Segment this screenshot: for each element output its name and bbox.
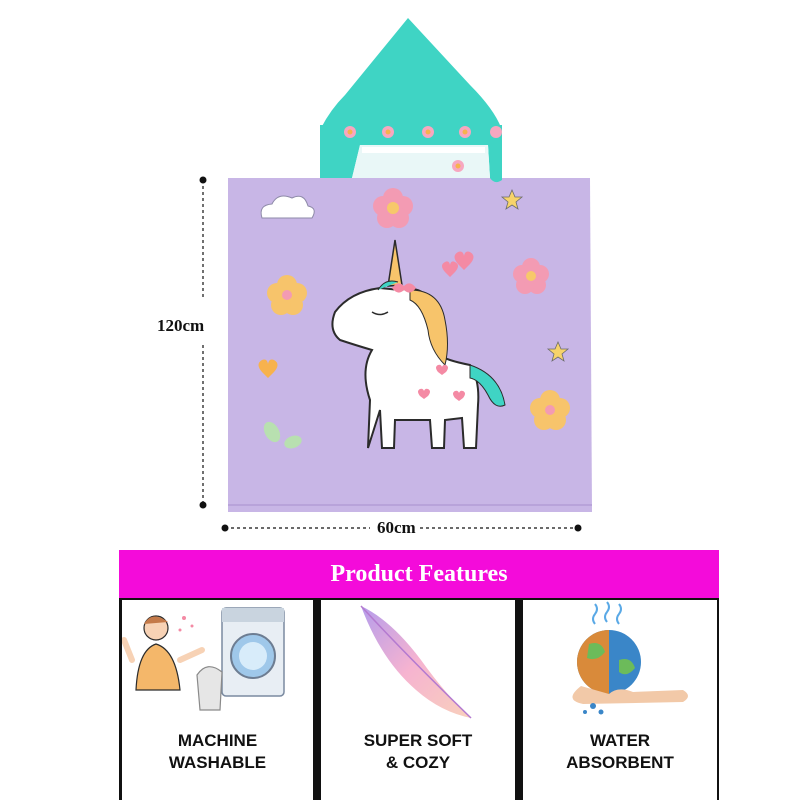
features-panel: Product Features MACHINE WASHABLE <box>119 550 719 800</box>
cloud-icon <box>260 195 315 219</box>
height-dimension-label: 120cm <box>157 316 205 335</box>
feature-label: WATER ABSORBENT <box>566 731 674 772</box>
star-decorations <box>500 188 570 362</box>
product-illustration <box>199 18 592 532</box>
feather-icon <box>360 605 472 719</box>
feature-super-soft: SUPER SOFT & COZY <box>321 600 515 800</box>
towel-hood <box>320 18 502 183</box>
features-title: Product Features <box>330 560 508 587</box>
feature-machine-washable: MACHINE WASHABLE <box>122 600 313 800</box>
feature-label: MACHINE WASHABLE <box>168 731 267 772</box>
unicorn-illustration <box>331 239 506 449</box>
feature-water-absorbent: WATER ABSORBENT <box>523 600 717 800</box>
heart-decorations <box>258 251 474 378</box>
width-dimension-label: 60cm <box>377 518 416 537</box>
height-dimension-line <box>202 180 578 529</box>
washing-machine-icon <box>122 607 285 711</box>
features-header: Product Features <box>119 550 719 598</box>
flower-decorations <box>267 188 570 430</box>
feature-label: SUPER SOFT & COZY <box>363 731 473 772</box>
water-globe-icon <box>572 601 688 715</box>
leaf-decorations <box>263 421 302 449</box>
